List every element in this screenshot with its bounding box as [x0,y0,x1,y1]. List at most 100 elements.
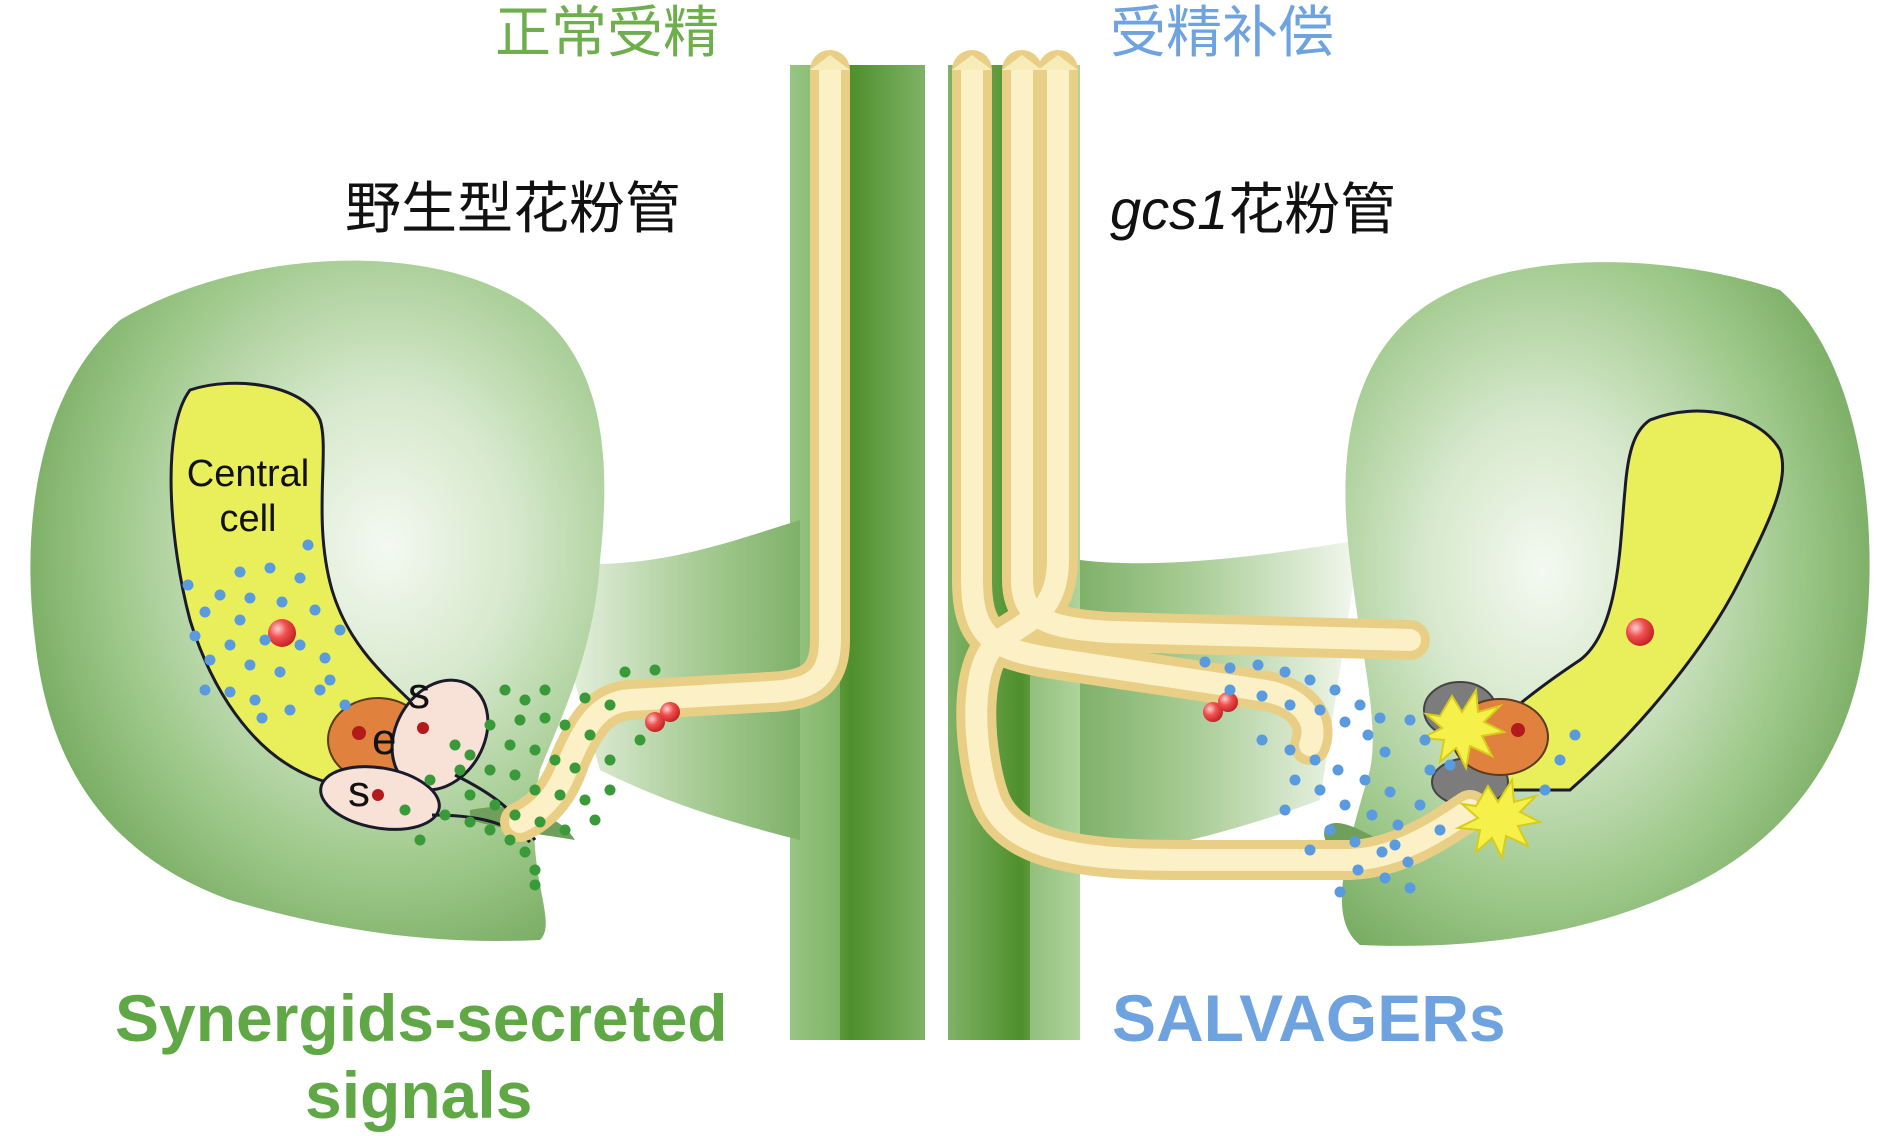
salvager-signal-dot [1304,674,1316,686]
right-central-cell [1447,409,1785,792]
salvager-signal-dot [1404,882,1416,894]
salvager-signal-dot [1224,662,1236,674]
synergid-signal-dot [529,744,541,756]
central-cell-dot [259,634,271,646]
central-cell-dot [204,654,216,666]
central-cell-dot [244,659,256,671]
synergid-signal-dot [414,834,426,846]
left-egg-nucleus [352,726,366,740]
synergid-signal-dot [484,764,496,776]
synergid-signal-dot [509,769,521,781]
synergid-signal-dot [619,666,631,678]
left-title: 正常受精 [495,1,719,66]
synergid-signal-dot [539,684,551,696]
salvager-signal-dot [1256,690,1268,702]
synergid-signal-dot [579,692,591,704]
synergid-signal-dot [529,879,541,891]
central-cell-dot [339,699,351,711]
salvager-signal-dot [1444,759,1456,771]
salvager-signal-dot [1352,864,1364,876]
salvager-signal-dot [1354,699,1366,711]
synergid-signal-dot [539,712,551,724]
salvager-signal-dot [1379,746,1391,758]
central-cell-dot [284,704,296,716]
salvager-signal-dot [1539,784,1551,796]
synergid-signal-dot [604,784,616,796]
left-sperm-cell-2 [660,702,680,722]
synergid-signal-dot [439,809,451,821]
synergid-signal-dot [529,864,541,876]
salvager-signal-dot [1424,764,1436,776]
synergid-signal-dot [504,739,516,751]
salvager-signal-dot [1224,684,1236,696]
left-pollen-tube-highlight [509,59,841,833]
central-cell-dots [182,539,351,724]
central-cell-dot [276,596,288,608]
salvager-signal-dot [1279,666,1291,678]
salvager-signal-dot [1279,804,1291,816]
salvager-signal-dot [1309,754,1321,766]
synergid-signal-dot [514,714,526,726]
salvager-signal-dot [1199,656,1211,668]
salvager-signal-dot [1366,809,1378,821]
synergid-signal-dot [559,824,571,836]
synergid-signal-dot [484,719,496,731]
right-caption: SALVAGERs [1112,981,1506,1055]
right-central-nucleus [1626,618,1654,646]
right-subtitle-rest: 花粉管 [1228,178,1397,243]
central-cell-label: Central cell [168,452,328,542]
left-caption-line2: signals [305,1058,533,1132]
synergid-signal-dot [569,762,581,774]
salvager-signal-dot [1362,729,1374,741]
central-cell-dot [302,539,314,551]
left-synergid-top-nucleus [417,722,429,734]
salvager-signal-dot [1389,839,1401,851]
central-cell-dot [294,639,306,651]
salvager-signal-dot [1419,734,1431,746]
left-subtitle: 野生型花粉管 [345,177,681,242]
right-pollen-tube-1-highlight [961,59,1324,756]
central-cell-dot [234,566,246,578]
salvager-signal-dot [1379,872,1391,884]
right-subtitle-gene: gcs1 [1110,178,1229,241]
salvager-signal-dot [1349,836,1361,848]
synergid-signal-dot [529,784,541,796]
synergid-signal-dot [454,764,466,776]
central-cell-dot [244,592,256,604]
synergid-signal-dot [399,804,411,816]
central-cell-dot [256,712,268,724]
salvager-signal-dot [1569,729,1581,741]
central-cell-dot [314,684,326,696]
egg-label: e [372,715,397,764]
left-synergid-bottom-nucleus [372,789,384,801]
salvager-signal-dot [1329,684,1341,696]
salvager-signal-dot [1402,856,1414,868]
left-sperm-cell-1 [645,712,665,732]
right-title: 受精补偿 [1110,1,1334,66]
central-cell-dot [189,630,201,642]
right-sperm-cell-2 [1218,692,1238,712]
salvager-signal-dot [1334,886,1346,898]
right-egg-nucleus [1511,723,1525,737]
central-cell-dot [234,614,246,626]
synergid-signal-dot [604,699,616,711]
central-cell-dot [324,674,336,686]
salvager-signal-dot [1314,704,1326,716]
salvager-signal-dot [1339,799,1351,811]
synergid-signal-dot [464,789,476,801]
left-central-nucleus [268,619,296,647]
synergid-signal-dot [499,684,511,696]
central-cell-dot [294,572,306,584]
synergid-signal-dot [424,774,436,786]
synergid-signal-dot [559,719,571,731]
central-cell-dot [319,652,331,664]
salvager-signal-dot [1376,846,1388,858]
synergid-signal-dot [649,664,661,676]
salvager-signal-dot [1256,734,1268,746]
central-cell-dot [224,639,236,651]
central-cell-dot [249,694,261,706]
synergid-signal-dot [509,809,521,821]
salvager-signal-dot [1289,774,1301,786]
